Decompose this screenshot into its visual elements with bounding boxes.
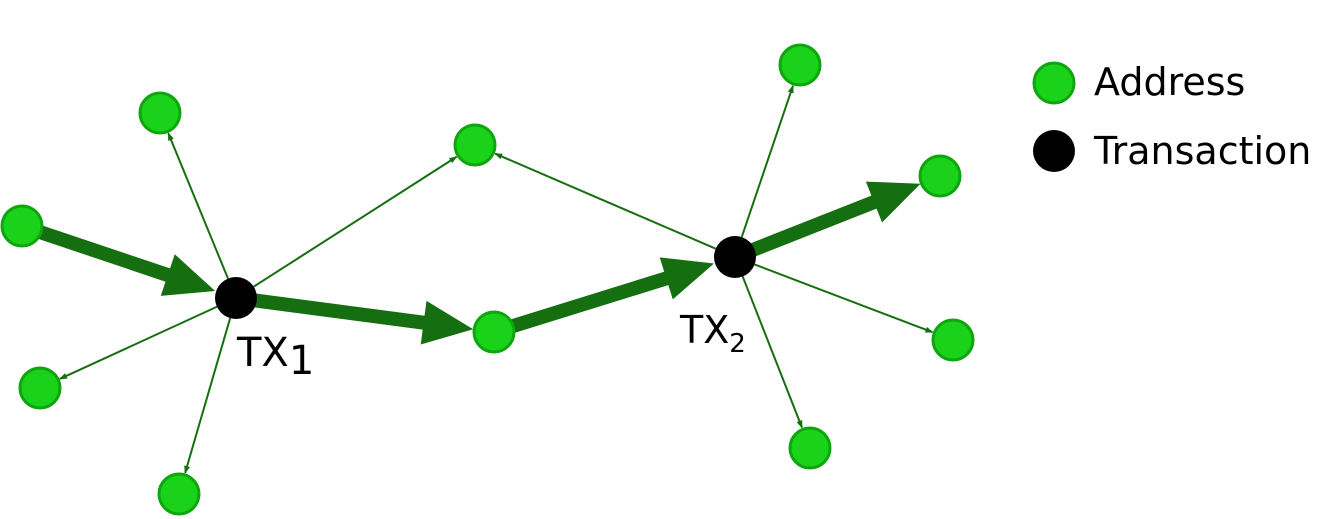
legend-address-swatch — [1032, 61, 1076, 105]
edge-tx1-to-a_mid-arrowhead — [420, 300, 474, 345]
address-node-a-right-mid — [931, 318, 975, 362]
edge-a_left-to-tx1-shaft — [34, 224, 172, 283]
edge-tx2-to-a_bottom_right — [741, 276, 803, 429]
address-node-a-bottom — [157, 472, 201, 516]
edge-tx2-to-a_top_right — [740, 84, 794, 238]
edges-layer — [34, 84, 934, 474]
nodes-layer — [0, 43, 975, 516]
edge-a_left-to-tx1-arrowhead — [160, 254, 216, 296]
address-node-a-left — [0, 204, 44, 248]
tx1-label: TX1 — [236, 330, 314, 384]
address-node-a-top-left — [138, 91, 182, 135]
legend-address-label: Address — [1094, 60, 1245, 104]
edge-tx1-to-a_top_left — [167, 132, 229, 279]
legend-transaction-swatch — [1033, 130, 1075, 172]
address-node-a-mid — [472, 310, 516, 354]
edge-a_mid-to-tx2-arrowhead — [659, 257, 714, 300]
edge-tx1-to-a_center_top — [253, 156, 458, 288]
edge-tx2-to-a_right_mid — [754, 263, 934, 334]
address-node-a-bottom-right — [788, 426, 832, 470]
transaction-node-tx2 — [714, 236, 756, 278]
edge-tx1-to-a_mid-shaft — [251, 293, 427, 330]
address-node-a-right-top — [918, 154, 962, 198]
edge-tx2-to-a_center_top — [494, 152, 717, 250]
transaction-node-tx1 — [215, 277, 257, 319]
edge-tx1-to-a_bottom — [184, 317, 232, 474]
edge-tx2-to-a_right_top-arrowhead — [865, 181, 921, 223]
edge-a_mid-to-tx2-shaft — [507, 271, 671, 334]
address-node-a-top-right — [778, 43, 822, 87]
legend: Address Transaction — [1032, 60, 1311, 173]
edge-tx1-to-a_bottom_left — [59, 305, 218, 380]
edge-tx2-to-a_right_top-shaft — [748, 194, 879, 258]
tx2-label: TX2 — [679, 308, 746, 359]
address-node-a-center-top — [453, 123, 497, 167]
address-node-a-bottom-left — [18, 366, 62, 410]
legend-transaction-label: Transaction — [1093, 129, 1311, 173]
